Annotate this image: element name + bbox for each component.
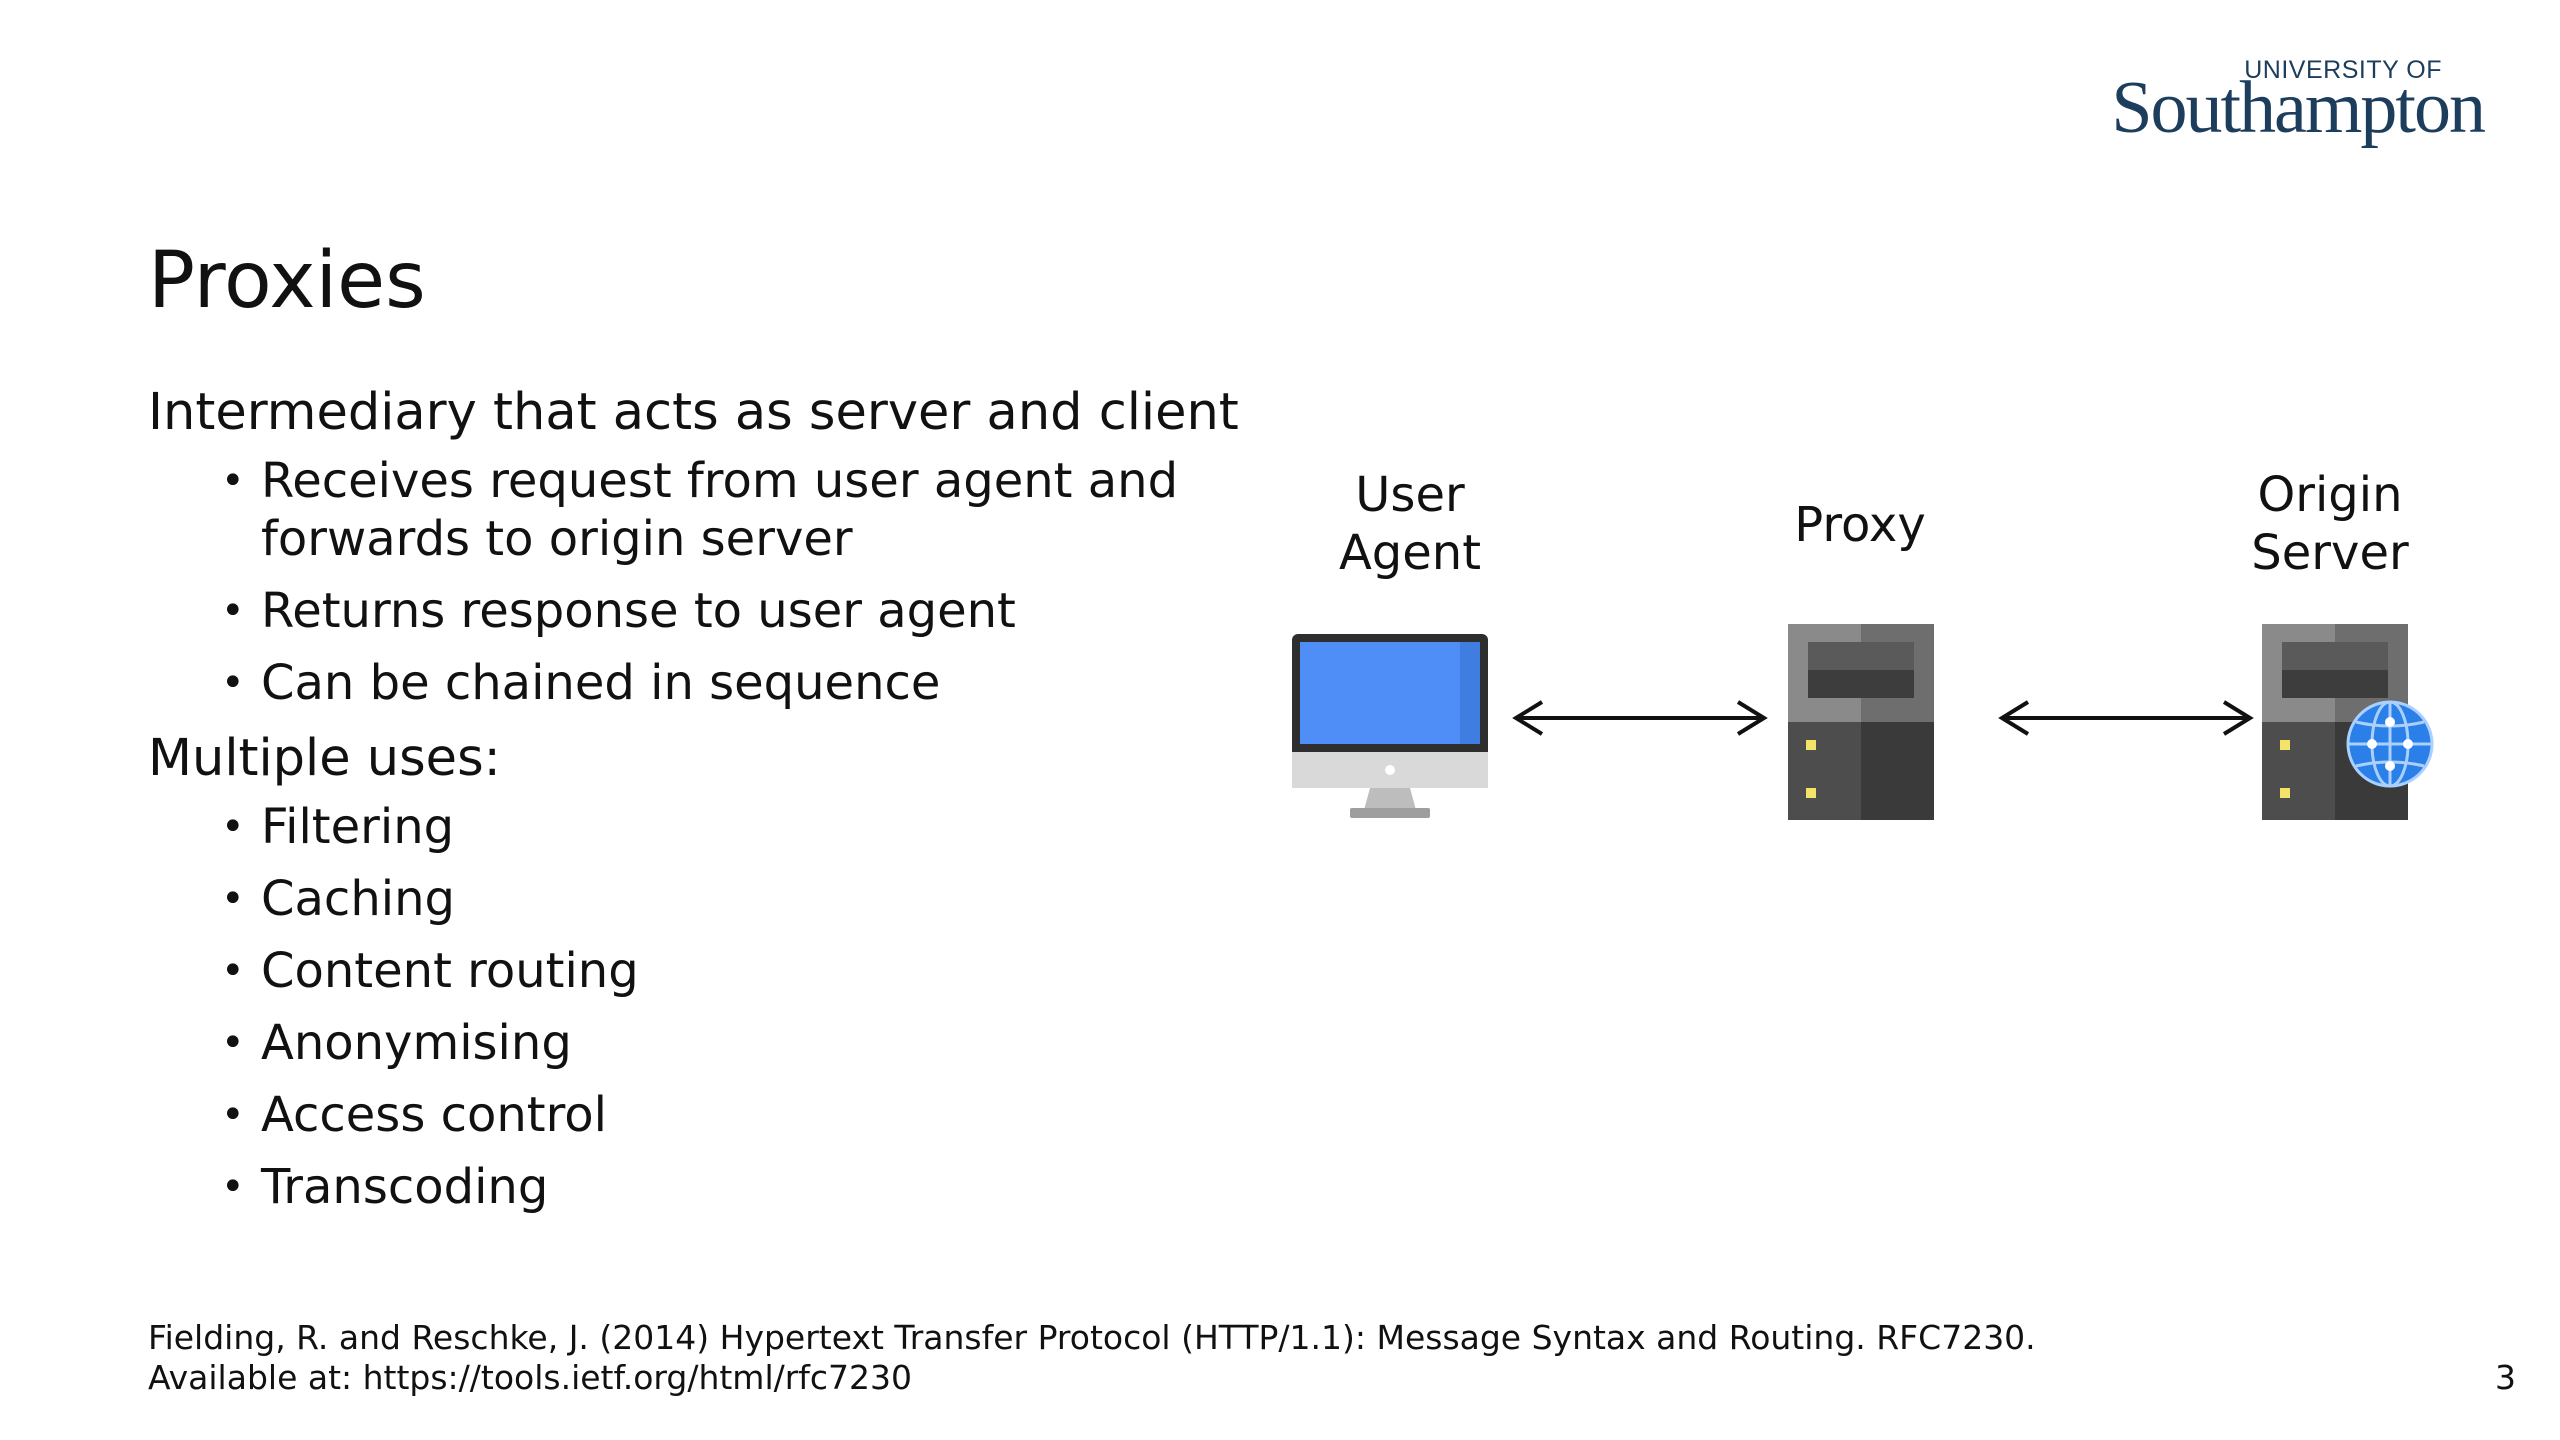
bullet-icon: • <box>221 876 245 922</box>
section-heading-intermediary: Intermediary that acts as server and cli… <box>148 383 1239 442</box>
university-logo: UNIVERSITY OF Southampton <box>2094 54 2486 150</box>
list-item: •Caching <box>221 871 455 927</box>
slide-body: Intermediary that acts as server and cli… <box>148 380 1288 1230</box>
bullet-icon: • <box>221 948 245 994</box>
logo-southampton: Southampton <box>2111 67 2486 149</box>
list-item: •Access control <box>221 1087 607 1143</box>
section-heading-uses: Multiple uses: <box>148 729 501 788</box>
label-origin-server: Origin Server <box>2251 467 2409 581</box>
bullet-icon: • <box>221 1164 245 1210</box>
bidirectional-arrow-icon <box>1512 700 1768 736</box>
bullet-icon: • <box>221 804 245 850</box>
list-item: •Filtering <box>221 799 455 855</box>
list-item: •Receives request from user agent and fo… <box>221 453 1179 567</box>
list-item: •Returns response to user agent <box>221 583 1016 639</box>
server-icon <box>1788 624 1934 820</box>
bullet-icon: • <box>221 1020 245 1066</box>
list-item: •Transcoding <box>221 1159 549 1215</box>
bullet-icon: • <box>221 588 245 634</box>
list-item: •Can be chained in sequence <box>221 655 941 711</box>
bidirectional-arrow-icon <box>1998 700 2254 736</box>
page-number: 3 <box>2495 1358 2516 1397</box>
proxy-diagram: User Agent Proxy Origin Server <box>1260 450 2480 850</box>
label-user-agent: User Agent <box>1338 467 1482 581</box>
label-proxy: Proxy <box>1794 497 1926 553</box>
web-server-icon <box>2262 624 2434 820</box>
bullet-icon: • <box>221 458 245 504</box>
list-item: •Anonymising <box>221 1015 572 1071</box>
globe-icon <box>2346 700 2434 788</box>
computer-icon <box>1292 634 1488 818</box>
bullet-icon: • <box>221 1092 245 1138</box>
logo-university-of: UNIVERSITY OF <box>2244 56 2442 84</box>
bullet-icon: • <box>221 660 245 706</box>
bullet-list-uses: •Filtering •Caching •Content routing •An… <box>148 798 1288 1216</box>
reference-citation: Fielding, R. and Reschke, J. (2014) Hype… <box>148 1318 2036 1397</box>
list-item: •Content routing <box>221 943 639 999</box>
slide-title: Proxies <box>148 236 426 326</box>
bullet-list-intermediary: •Receives request from user agent and fo… <box>148 452 1288 712</box>
